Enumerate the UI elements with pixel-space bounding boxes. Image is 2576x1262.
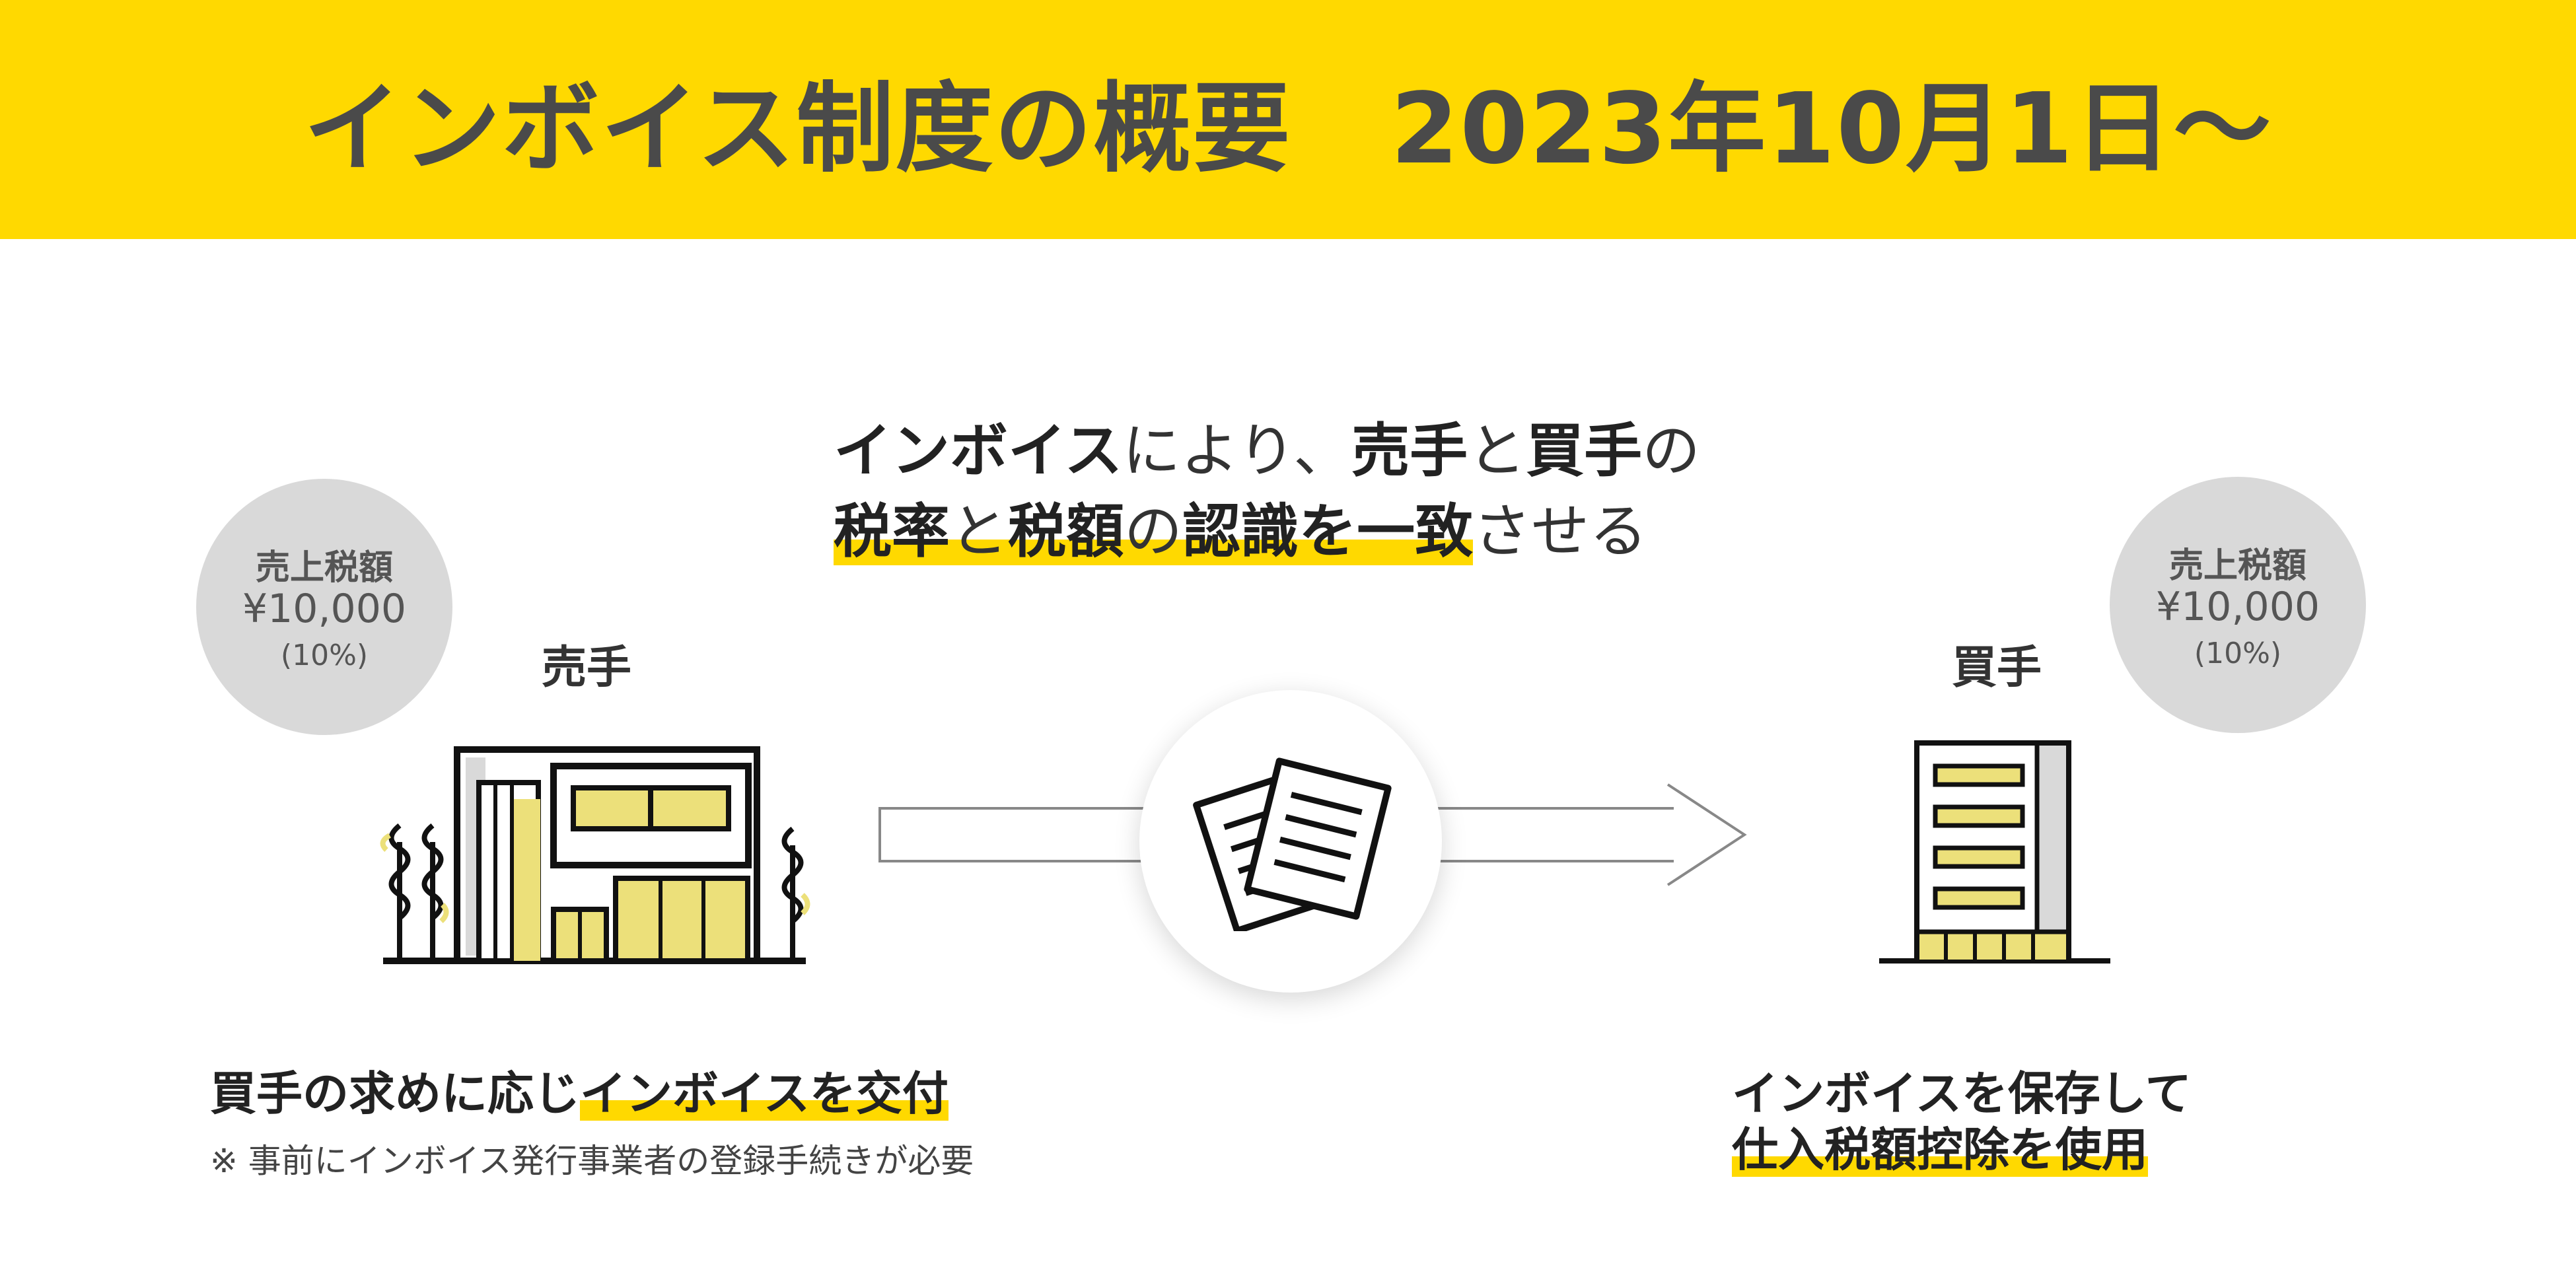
buyer-tax-amount: ¥10,000 [2110,584,2366,630]
headline-seg: 認識を一致 [1182,497,1473,565]
headline-seg: 税率 [834,497,950,565]
headline-seg: 売手 [1351,417,1468,485]
seller-caption-prefix: 買手の求めに応じ [210,1067,580,1121]
headline-highlight: 税率と税額の認識を一致 [834,497,1473,565]
seller-tax-amount: ¥10,000 [196,586,452,632]
headline-seg: と [1468,417,1526,485]
headline-line-2: 税率と税額の認識を一致させる [834,491,1700,572]
headline-seg: 買手 [1526,417,1642,485]
headline-seg: 税額 [1008,497,1124,565]
seller-tax-rate: (10%) [196,639,452,672]
buyer-tax-badge: 売上税額 ¥10,000 (10%) [2110,477,2366,733]
headline-tail: させる [1473,497,1647,565]
seller-note: ※ 事前にインボイス発行事業者の登録手続きが必要 [210,1135,974,1182]
headline-seg: インボイス [834,417,1122,485]
buyer-label: 買手 [1952,631,2042,696]
headline-seg: により、 [1122,417,1351,485]
office-building-icon [1876,736,2114,967]
buyer-tax-rate: (10%) [2110,637,2366,670]
seller-caption-highlight: インボイスを交付 [580,1067,948,1121]
buyer-caption-highlight: 仕入税額控除を使用 [1732,1123,2148,1177]
documents-icon [1186,753,1397,931]
store-building-icon [370,736,819,967]
headline-seg: の [1124,497,1182,565]
headline-line-1: インボイスにより、売手と買手の [834,411,1700,491]
seller-tax-badge: 売上税額 ¥10,000 (10%) [196,479,452,735]
headline-seg: の [1642,417,1700,485]
seller-caption: 買手の求めに応じインボイスを交付 [210,1057,948,1123]
seller-label: 売手 [542,631,631,696]
page-title: インボイス制度の概要 2023年10月1日〜 [0,0,2576,239]
headline: インボイスにより、売手と買手の 税率と税額の認識を一致させる [834,411,1700,572]
buyer-tax-title: 売上税額 [2110,538,2366,587]
seller-tax-title: 売上税額 [196,540,452,589]
buyer-caption-line-2: 仕入税額控除を使用 [1732,1113,2148,1179]
headline-seg: と [950,497,1008,565]
